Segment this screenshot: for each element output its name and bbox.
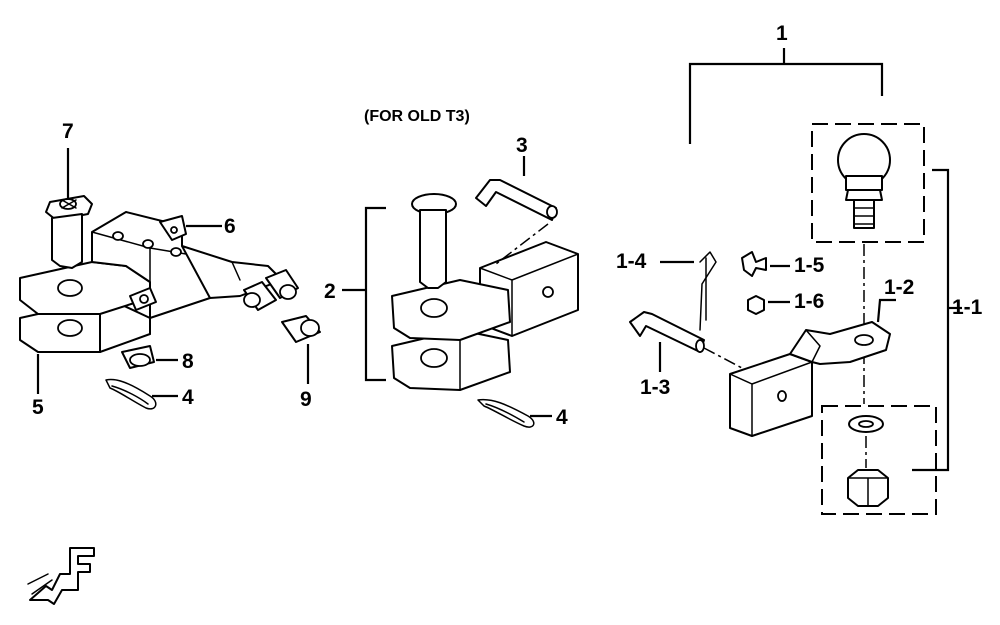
r-clip-left: [105, 378, 157, 410]
bushing: [121, 345, 155, 369]
hitch-ball: [837, 133, 891, 229]
front-arrow-icon: [27, 547, 95, 605]
old-t3-hitch-assembly: (FOR OLD T3) 2 3: [324, 108, 579, 429]
callout-8: 8: [182, 350, 194, 373]
ball-mount-pin: [629, 311, 705, 353]
callout-1-5: 1-5: [794, 254, 825, 277]
callout-4-left: 4: [182, 386, 194, 409]
callout-9: 9: [300, 388, 312, 411]
callout-1-2: 1-2: [884, 276, 914, 299]
clevis-pin: [411, 193, 457, 289]
cotter-pin: [699, 251, 717, 331]
callout-6: 6: [224, 215, 236, 238]
callout-7: 7: [62, 120, 74, 143]
callout-4-middle: 4: [556, 406, 568, 429]
hex-nut: [847, 469, 889, 507]
ball-mount-assembly: 1: [616, 22, 983, 515]
l-pin: [475, 179, 558, 221]
drawbar-bracket-assembly: 7 6 5 8 4 9: [19, 120, 321, 419]
bolts: [243, 269, 321, 343]
for-old-t3-note: (FOR OLD T3): [364, 108, 470, 125]
small-nut: [747, 295, 765, 315]
ball-mount: [729, 321, 891, 437]
callout-1-4: 1-4: [616, 250, 647, 273]
callout-1-3: 1-3: [640, 376, 670, 399]
callout-2: 2: [324, 280, 336, 303]
callout-1-1: 1-1: [952, 296, 983, 319]
callout-3: 3: [516, 134, 528, 157]
r-clip-middle: [477, 398, 535, 428]
wing-bolt: [741, 251, 767, 277]
lock-washer: [848, 415, 884, 433]
callout-1-6: 1-6: [794, 290, 824, 313]
hitch-pin: [45, 195, 93, 269]
callout-1: 1: [776, 22, 788, 45]
callout-5: 5: [32, 396, 44, 419]
drawbar-bracket: [19, 211, 283, 353]
